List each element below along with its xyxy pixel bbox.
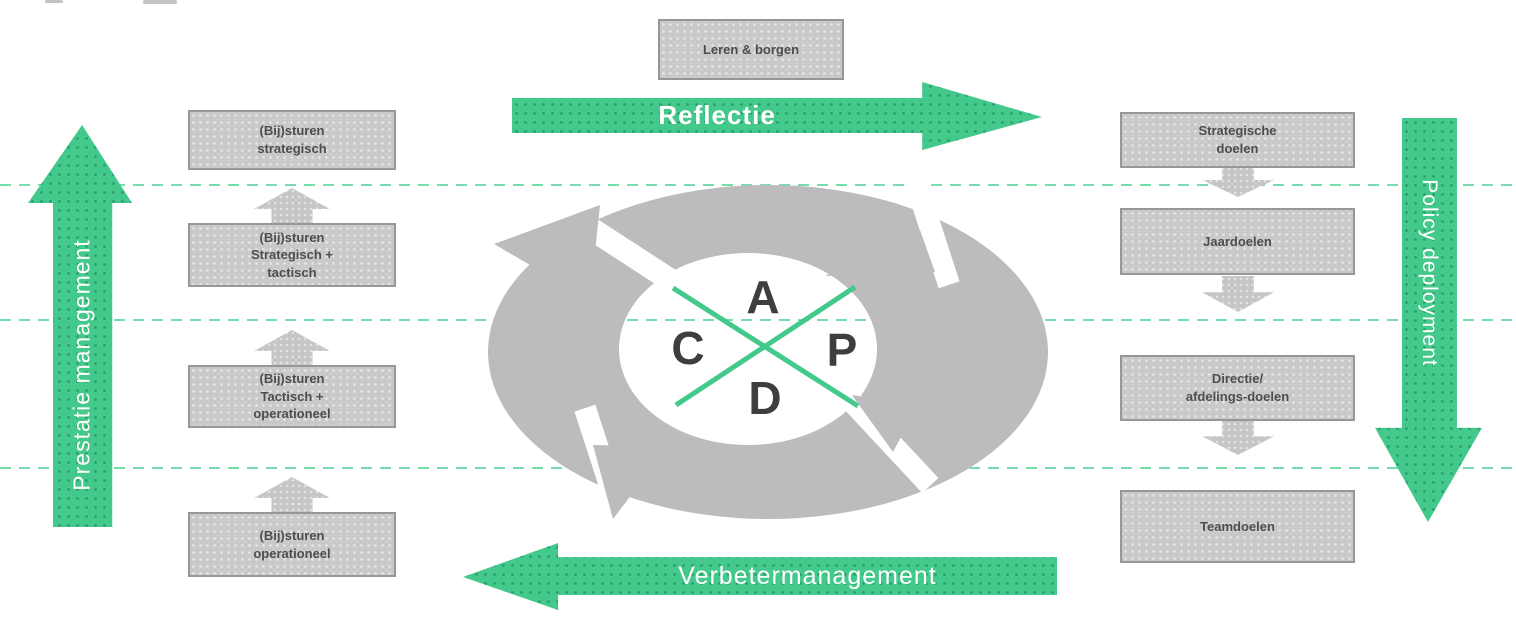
verbetermanagement-arrow-left: Verbetermanagement — [463, 543, 1057, 610]
cropped-artifact — [45, 0, 63, 3]
cropped-artifact — [143, 0, 177, 4]
pdca-letter-check: C — [671, 322, 704, 374]
box-leren-borgen-label: Leren & borgen — [702, 41, 800, 57]
up-arrow-icon — [254, 188, 330, 223]
dashed-gridline-top — [0, 184, 1516, 186]
cycle-gap-ne — [898, 180, 960, 289]
box-bijsturen-tactisch-operationeel: (Bij)sturen Tactisch + operationeel — [188, 365, 396, 428]
box-jaardoelen-label: Jaardoelen — [1203, 233, 1272, 249]
down-arrow-icon — [1202, 276, 1274, 312]
cycle-arrowhead-sw-icon — [593, 445, 668, 519]
box-directie-afdelings-doelen: Directie/ afdelings-doelen — [1120, 355, 1355, 421]
dashed-gridline-middle — [0, 319, 1516, 321]
pdca-cycle: A P D C — [488, 180, 1048, 532]
box-directie-afdelings-doelen-label: Directie/ afdelings-doelen — [1185, 371, 1290, 404]
box-jaardoelen: Jaardoelen — [1120, 208, 1355, 275]
down-arrow-icon — [1202, 421, 1274, 455]
box-bijsturen-operationeel: (Bij)sturen operationeel — [188, 512, 396, 577]
up-arrow-icon — [254, 477, 330, 512]
box-bijsturen-strategisch-label: (Bij)sturen strategisch — [257, 123, 327, 156]
up-arrow-icon — [254, 330, 330, 365]
down-arrow-icon — [1202, 166, 1274, 197]
box-strategische-doelen: Strategische doelen — [1120, 112, 1355, 168]
prestatie-management-arrow-label: Prestatie management — [68, 239, 95, 491]
box-teamdoelen-label: Teamdoelen — [1200, 518, 1275, 534]
pdca-letter-act: A — [746, 271, 779, 323]
box-teamdoelen: Teamdoelen — [1120, 490, 1355, 563]
cycle-arrowhead-ne-icon — [825, 230, 935, 276]
pdca-letter-plan: P — [827, 324, 858, 376]
box-bijsturen-operationeel-label: (Bij)sturen operationeel — [253, 527, 331, 561]
cycle-arrowhead-se-icon — [852, 395, 918, 452]
verbetermanagement-arrow-label: Verbetermanagement — [678, 561, 937, 590]
center-cross-line — [674, 284, 857, 408]
box-bijsturen-strategisch: (Bij)sturen strategisch — [188, 110, 396, 170]
reflectie-arrow-right: Reflectie — [512, 82, 1042, 150]
box-bijsturen-tactisch-operationeel-label: (Bij)sturen Tactisch + operationeel — [253, 371, 331, 422]
reflectie-arrow-label: Reflectie — [658, 100, 776, 130]
cycle-arrowhead-nw-icon — [494, 205, 600, 300]
pdca-letter-do: D — [748, 372, 781, 424]
box-bijsturen-strategisch-tactisch-label: (Bij)sturen Strategisch + tactisch — [250, 229, 333, 280]
box-strategische-doelen-label: Strategische doelen — [1198, 123, 1277, 156]
box-bijsturen-strategisch-tactisch: (Bij)sturen Strategisch + tactisch — [188, 223, 396, 287]
policy-deployment-arrow-label: Policy deployment — [1418, 179, 1441, 367]
box-leren-borgen: Leren & borgen — [658, 19, 844, 80]
